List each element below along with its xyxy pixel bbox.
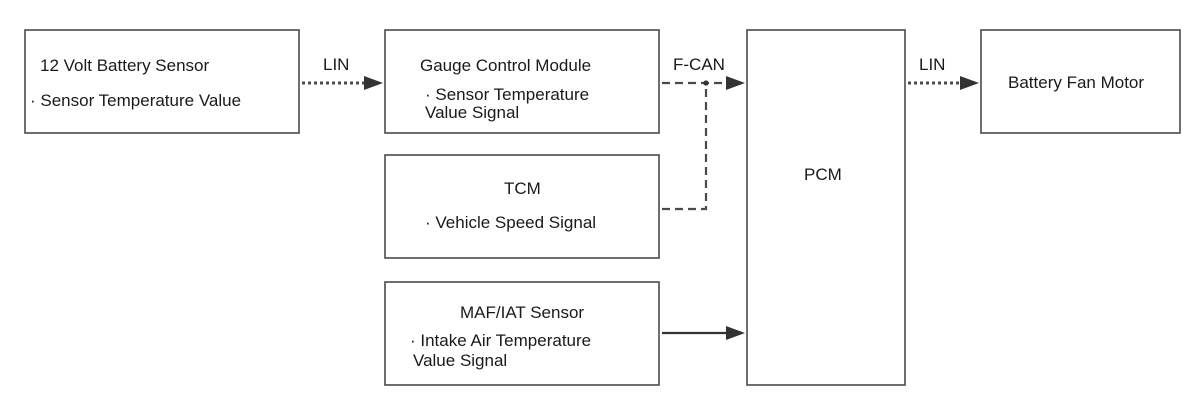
battery-sensor-signal: · Sensor Temperature Value xyxy=(30,91,241,110)
lin-link-pcm-fan: LIN xyxy=(908,55,979,90)
maf-iat-box xyxy=(384,281,660,386)
fan-motor-block: Battery Fan Motor xyxy=(980,29,1181,134)
gauge-module-box xyxy=(384,29,660,134)
maf-to-pcm-link xyxy=(662,326,745,340)
battery-sensor-box xyxy=(24,29,300,134)
lin-label-left: LIN xyxy=(323,55,349,74)
tcm-block: TCM · Vehicle Speed Signal xyxy=(384,154,660,259)
maf-iat-block: MAF/IAT Sensor · Intake Air Temperature … xyxy=(384,281,660,386)
pcm-box xyxy=(746,29,906,386)
arrowhead-icon xyxy=(364,76,383,90)
arrowhead-icon xyxy=(726,76,745,90)
pcm-title: PCM xyxy=(804,165,842,184)
fcan-label: F-CAN xyxy=(673,55,725,74)
arrowhead-icon xyxy=(960,76,979,90)
pcm-block: PCM xyxy=(746,29,906,386)
maf-iat-signal-line1: · Intake Air Temperature xyxy=(410,331,591,350)
tcm-dashed-branch xyxy=(662,83,708,211)
gauge-module-block: Gauge Control Module · Sensor Temperatur… xyxy=(384,29,660,134)
battery-sensor-block: 12 Volt Battery Sensor · Sensor Temperat… xyxy=(24,29,300,134)
maf-iat-signal-line2: Value Signal xyxy=(413,351,507,370)
tcm-signal: · Vehicle Speed Signal xyxy=(425,213,596,232)
gauge-module-title: Gauge Control Module xyxy=(420,56,591,75)
junction-dot xyxy=(703,80,709,86)
fan-motor-title: Battery Fan Motor xyxy=(1008,73,1144,92)
lin-link-sensor-gauge: LIN xyxy=(302,55,383,90)
battery-sensor-title: 12 Volt Battery Sensor xyxy=(40,56,209,75)
fcan-link: F-CAN xyxy=(662,55,745,211)
tcm-box xyxy=(384,154,660,259)
gauge-module-signal-line1: · Sensor Temperature xyxy=(425,85,589,104)
arrowhead-icon xyxy=(726,326,745,340)
lin-label-right: LIN xyxy=(919,55,945,74)
tcm-title: TCM xyxy=(504,179,541,198)
gauge-module-signal-line2: Value Signal xyxy=(425,103,519,122)
fan-motor-box xyxy=(980,29,1181,134)
maf-iat-title: MAF/IAT Sensor xyxy=(460,303,584,322)
